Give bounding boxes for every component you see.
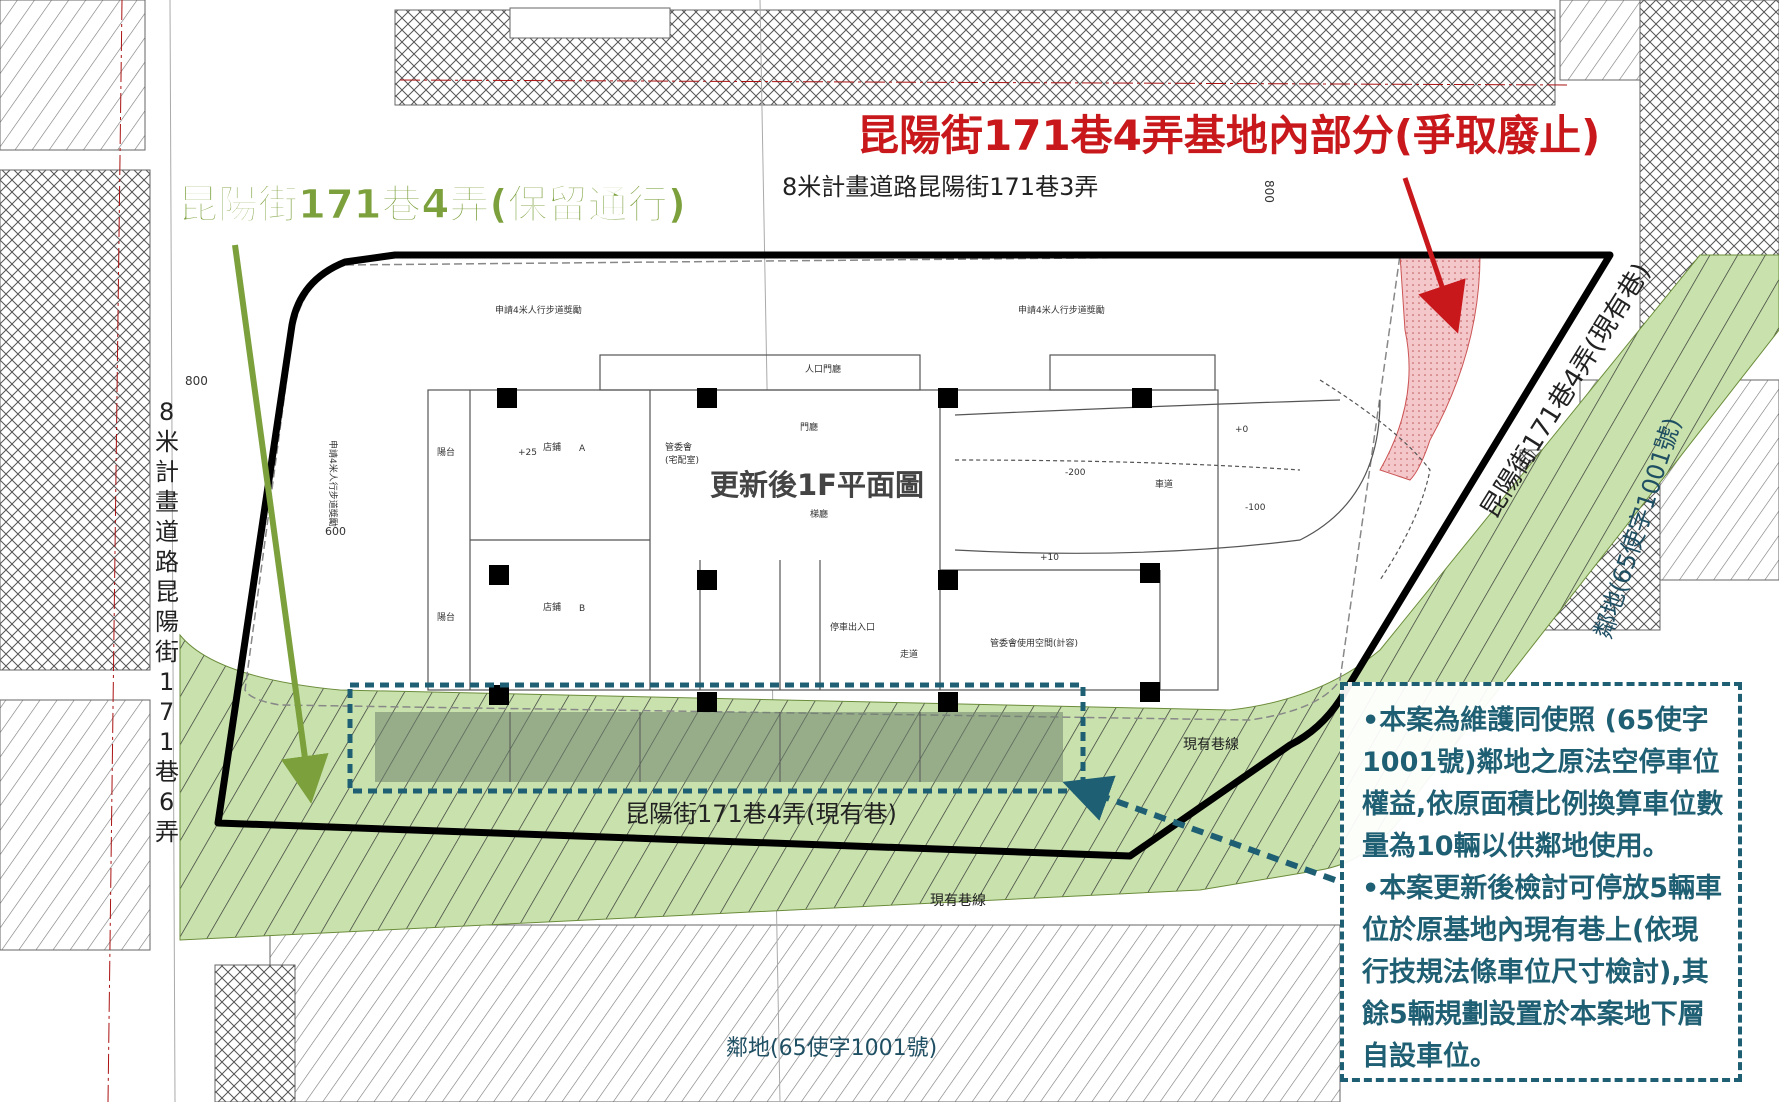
corridor-label: 走道 [900, 648, 918, 660]
road-west-char: 6 [159, 788, 174, 816]
road-west-char: 7 [159, 698, 174, 726]
parking-band [375, 712, 1063, 782]
note-item-2: •本案更新後檢討可停放5輛車位於原基地內現有巷上(依現行技規法條車位尺寸檢討),… [1362, 873, 1723, 1072]
road-west-char: 巷 [155, 758, 179, 786]
shop-b-label: 店鋪 [543, 601, 561, 613]
road-west-char: 路 [155, 548, 179, 576]
neighbor-south-label: 鄰地(65使字1001號) [726, 1036, 937, 1061]
plan-columns [489, 388, 1160, 712]
shop-b-mark: B [579, 604, 585, 614]
site-boundary [214, 251, 1614, 860]
road-west-char: 1 [159, 728, 174, 756]
hall-label: 梯廳 [810, 508, 828, 520]
teal-arrow [1062, 775, 1337, 883]
road-west-char: 8 [159, 398, 174, 426]
road-west-char: 昆 [155, 578, 179, 606]
height-plus25: +25 [518, 448, 537, 458]
green-arrow [232, 244, 329, 804]
height-plus0: +0 [1235, 425, 1249, 435]
road-west-char: 米 [155, 428, 179, 456]
lane-line-label-1: 現有巷線 [1183, 737, 1239, 753]
height-minus200: -200 [1065, 468, 1086, 478]
plan-title: 更新後1F平面圖 [710, 468, 924, 502]
floor-plan [427, 354, 1431, 691]
mgmt-sub-label: (宅配室) [665, 454, 699, 466]
parking-dividers [509, 712, 921, 782]
height-minus100: -100 [1245, 503, 1266, 513]
entrance-label: 人口門廳 [805, 363, 841, 375]
shop-a-label: 店鋪 [543, 441, 561, 453]
balcony-2-label: 陽台 [437, 611, 455, 623]
abolish-area [1379, 254, 1481, 481]
plan-small-labels: 申請4米人行步道獎勵 申請4米人行步道獎勵 申請4米人行步道獎勵 店鋪 A 店鋪… [327, 304, 1266, 660]
sidewalk-west-label: 申請4米人行步道獎勵 [327, 440, 339, 527]
dim-800: 800 [185, 374, 208, 388]
red-arrow [1402, 177, 1466, 334]
sidewalk-left-label: 申請4米人行步道獎勵 [495, 304, 582, 316]
height-plus10: +10 [1040, 553, 1059, 563]
road-west-char: 街 [155, 638, 179, 666]
dim-600: 600 [325, 525, 346, 538]
site-outline-thin [244, 254, 1401, 721]
green-title: 昆陽街171巷4弄(保留通行) [178, 182, 686, 228]
road-west-char: 1 [159, 668, 174, 696]
road-north-label: 8米計畫道路昆陽街171巷3弄 [782, 173, 1098, 201]
note-box: •本案為維護同使照 (65使字1001號)鄰地之原法空停車位權益,依原面積比例換… [1340, 682, 1742, 1082]
driveway-label: 車道 [1155, 478, 1173, 490]
red-title: 昆陽街171巷4弄基地內部分(爭取廢止) [857, 111, 1600, 160]
lane-line-label-2: 現有巷線 [930, 893, 986, 909]
sidewalk-right-label: 申請4米人行步道獎勵 [1018, 304, 1105, 316]
parking-box [347, 682, 1086, 794]
road-west-char: 弄 [155, 818, 179, 846]
shop-a-mark: A [579, 444, 586, 454]
balcony-1-label: 陽台 [437, 446, 455, 458]
road-west-char: 畫 [155, 488, 179, 516]
road-west-char: 陽 [155, 608, 179, 636]
road-west-char: 道 [155, 518, 179, 546]
mgmt-label: 管委會 [665, 441, 692, 453]
note-item-1: •本案為維護同使照 (65使字1001號)鄰地之原法空停車位權益,依原面積比例換… [1362, 705, 1724, 862]
mgmt-space-label: 管委會使用空間(計容) [990, 637, 1078, 649]
lobby-label: 門廳 [800, 421, 818, 433]
lane-existing-label: 昆陽街171巷4弄(現有巷) [625, 800, 897, 828]
road-west-char: 計 [155, 458, 179, 486]
parking-room-label: 停車出入口 [830, 621, 875, 633]
dim-north-800: 800 [1262, 180, 1276, 203]
